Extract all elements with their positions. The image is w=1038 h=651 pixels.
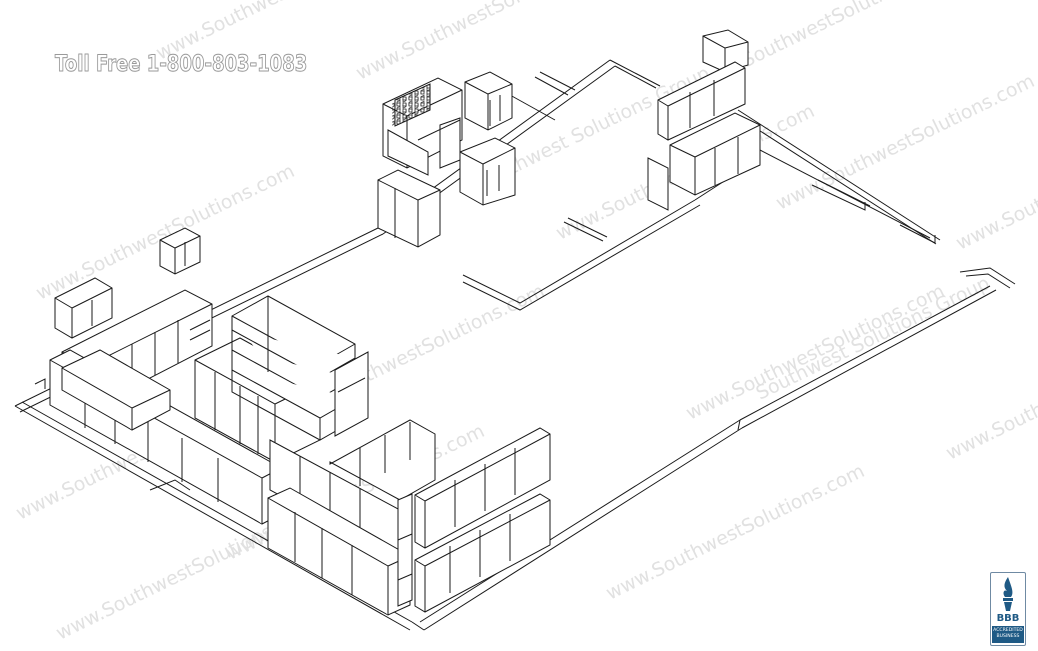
upper-casework-cluster: [377, 71, 516, 248]
left-casework-run: [49, 289, 286, 525]
lower-casework-run: [267, 419, 551, 616]
watermark-text: www.SouthwestSolutions.com: [953, 110, 1038, 255]
center-island: [194, 295, 369, 463]
wall-cabinets-left: [54, 227, 201, 339]
toll-free-phone-banner[interactable]: Toll Free 1-800-803-1083: [55, 52, 308, 78]
watermark-text: www.SouthwestSolutions.com: [33, 160, 298, 305]
watermark-text: Southwest Solutions Group: [753, 272, 994, 404]
bbb-line-business: BUSINESS: [996, 634, 1020, 639]
bbb-line-accredited: ACCREDITED: [993, 628, 1023, 633]
bbb-accredited-label: ACCREDITED BUSINESS: [992, 626, 1024, 643]
watermark-text: www.SouthwestSolutions.com: [773, 70, 1038, 215]
watermark-text: www.SouthwestSolutions.com: [943, 320, 1038, 465]
bbb-accreditation-badge[interactable]: BBB ACCREDITED BUSINESS: [990, 572, 1026, 646]
bbb-torch-icon: [1003, 577, 1013, 611]
bbb-wordmark: BBB: [996, 613, 1020, 624]
watermark-text: www.SouthwestSolutions.com: [683, 280, 948, 425]
right-storage-cluster: [647, 29, 761, 211]
watermark-text: www.SouthwestSolutions.com: [353, 0, 618, 84]
